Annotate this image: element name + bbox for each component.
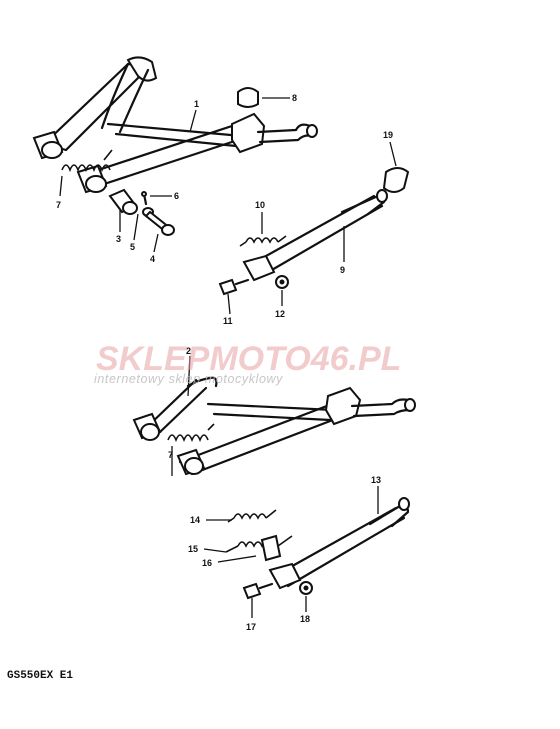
callout-5: 5 [130,242,135,252]
callout-19: 19 [383,130,393,140]
callout-16: 16 [202,558,212,568]
callout-3: 3 [116,234,121,244]
callout-7: 7 [56,200,61,210]
callout-4: 4 [150,254,155,264]
pivot-pin-assembly [108,188,175,236]
center-stand-lower [132,376,416,476]
callout-7-lower: 7 [168,450,173,460]
center-stand-upper [32,56,318,194]
callout-8: 8 [292,93,297,103]
watermark-tagline: internetowy sklep motocyklowy [94,372,283,386]
side-stand-upper [218,167,410,296]
model-code: GS550EX E1 [7,670,74,682]
callout-14: 14 [190,515,200,525]
callout-10: 10 [255,200,265,210]
side-stand-lower [225,497,410,600]
callout-2: 2 [186,346,191,356]
callout-18: 18 [300,614,310,624]
callout-11: 11 [223,316,233,326]
callout-13: 13 [371,475,381,485]
leader-lines [59,97,397,618]
callout-15: 15 [188,544,198,554]
callout-1: 1 [194,99,199,109]
callout-12: 12 [275,309,285,319]
callout-6: 6 [174,191,179,201]
callout-17: 17 [246,622,256,632]
watermark: SKLEPMOTO46.PL internetowy sklep motocyk… [94,340,401,386]
callout-9: 9 [340,265,345,275]
watermark-brand: SKLEPMOTO46.PL [96,340,401,378]
callouts: 1 8 19 7 6 10 3 5 4 9 11 12 2 7 13 14 15… [56,93,393,632]
